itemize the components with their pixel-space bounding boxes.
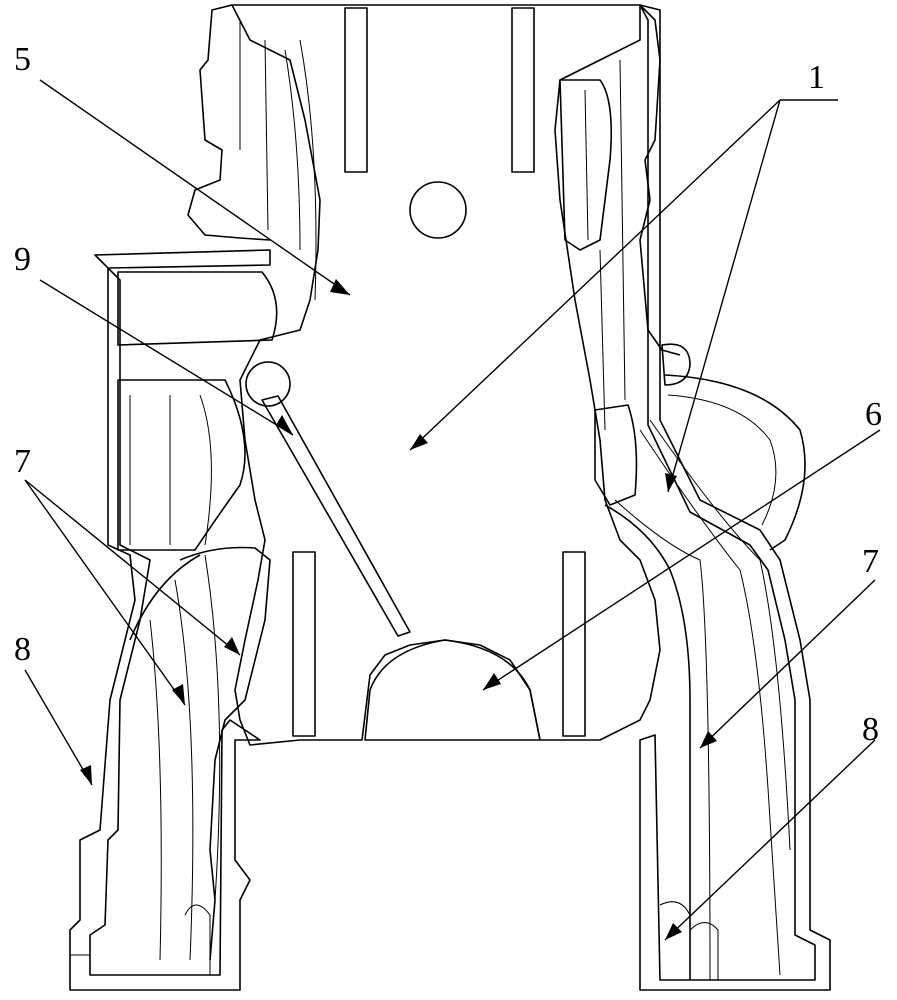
label-8-right: 8	[862, 711, 879, 748]
oil-passage	[261, 395, 411, 637]
leader-9	[39, 279, 294, 436]
left-passage-curve-1	[149, 619, 162, 961]
slot-bottom-left	[292, 551, 316, 737]
right-bulge	[664, 374, 806, 551]
arrowhead-1-a	[410, 434, 428, 450]
left-passage-curve-2	[174, 579, 194, 961]
slot-bottom-right	[562, 551, 586, 737]
label-1: 1	[808, 59, 825, 96]
arrowhead-8-right	[665, 923, 682, 940]
leader-7-left-a	[24, 479, 186, 706]
arrowhead-7-left-a	[172, 684, 185, 705]
left-passage-outer	[129, 554, 201, 641]
upper-bore-hole	[409, 181, 467, 239]
leader-5	[39, 79, 351, 296]
label-9: 9	[14, 241, 31, 278]
label-8-left: 8	[14, 631, 31, 668]
left-foot-detail	[70, 904, 211, 975]
right-foot-detail	[659, 901, 719, 980]
right-upper-chamber	[559, 79, 612, 251]
left-top-inner	[239, 20, 317, 301]
lower-arch-cutout	[364, 639, 541, 741]
left-mid-chamber	[117, 379, 246, 551]
right-pocket	[594, 404, 638, 506]
label-7-right: 7	[862, 543, 879, 580]
right-passage-2	[614, 499, 711, 981]
leader-8-left	[24, 669, 93, 786]
right-knob	[661, 343, 691, 386]
right-outer-wall	[639, 4, 831, 991]
left-passage-curve-3	[204, 554, 221, 901]
leader-7-left-b	[24, 479, 241, 656]
left-mid-ribs	[129, 394, 212, 546]
left-passage-inner	[179, 546, 271, 961]
arrowhead-9	[276, 415, 293, 435]
left-upper-chamber	[117, 271, 278, 346]
leader-6	[482, 429, 881, 691]
arrowhead-1-b	[665, 473, 677, 492]
central-body-section	[231, 4, 661, 746]
leader-8-right	[664, 739, 876, 941]
label-7-left: 7	[14, 443, 31, 480]
leader-7-right	[699, 579, 876, 749]
right-bulge-inner	[667, 394, 777, 526]
right-passage-1	[604, 504, 691, 980]
slot-top-right	[511, 7, 535, 173]
leader-1-b	[667, 99, 781, 493]
arrowhead-7-left-b	[224, 637, 240, 655]
right-upper-ribs	[584, 59, 626, 431]
arrowhead-8-left	[80, 765, 92, 785]
label-5: 5	[14, 41, 31, 78]
right-passage-3	[639, 429, 781, 976]
arrowhead-5	[330, 279, 350, 295]
right-passage-4	[649, 419, 791, 851]
leader-1-a	[409, 99, 781, 451]
arrowhead-6	[483, 673, 501, 690]
ball-check	[245, 361, 291, 407]
arrowhead-7-right	[700, 731, 717, 748]
left-outer-wall	[69, 249, 271, 991]
right-top-profile	[639, 4, 681, 356]
slot-top-left	[344, 7, 368, 173]
left-top-profile	[187, 4, 271, 241]
label-6: 6	[865, 396, 882, 433]
